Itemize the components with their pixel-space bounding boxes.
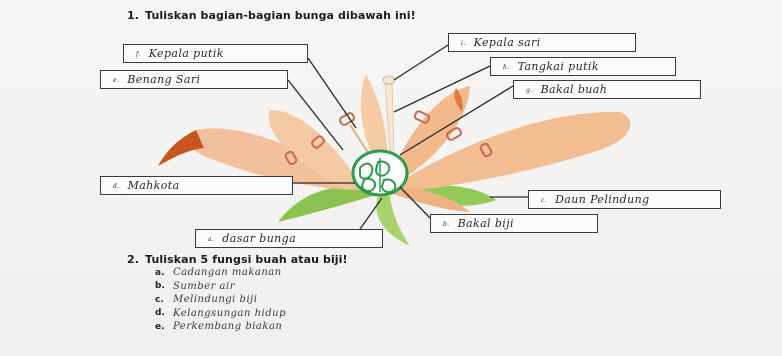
label-kepala-putik: f.Kepala putik [123, 44, 308, 63]
list-item: b.Sumber air [155, 280, 286, 294]
question-2-title: 2.Tuliskan 5 fungsi buah atau biji! [127, 253, 348, 266]
label-benang-sari: e.Benang Sari [100, 70, 288, 89]
petal-left-tip [158, 130, 204, 166]
list-item: c.Melindungi biji [155, 293, 286, 307]
stigma [383, 76, 395, 84]
answer-list: a.Cadangan makanan b.Sumber air c.Melind… [155, 266, 286, 334]
list-item: a.Cadangan makanan [155, 266, 286, 280]
list-item: e.Perkembang biakan [155, 320, 286, 334]
label-kepala-sari: i.Kepala sari [448, 33, 636, 52]
label-mahkota: d.Mahkota [100, 176, 293, 195]
label-bakal-biji: b.Bakal biji [430, 214, 598, 233]
pointer-kepala-putik [308, 58, 356, 128]
label-tangkai-putik: h.Tangkai putik [490, 57, 676, 76]
list-item: d.Kelangsungan hidup [155, 307, 286, 321]
label-daun-pelindung: c.Daun Pelindung [528, 190, 721, 209]
pointer-kepala-sari [394, 45, 448, 80]
label-dasar-bunga: a.dasar bunga [195, 229, 383, 248]
label-bakal-buah: g.Bakal buah [513, 80, 701, 99]
